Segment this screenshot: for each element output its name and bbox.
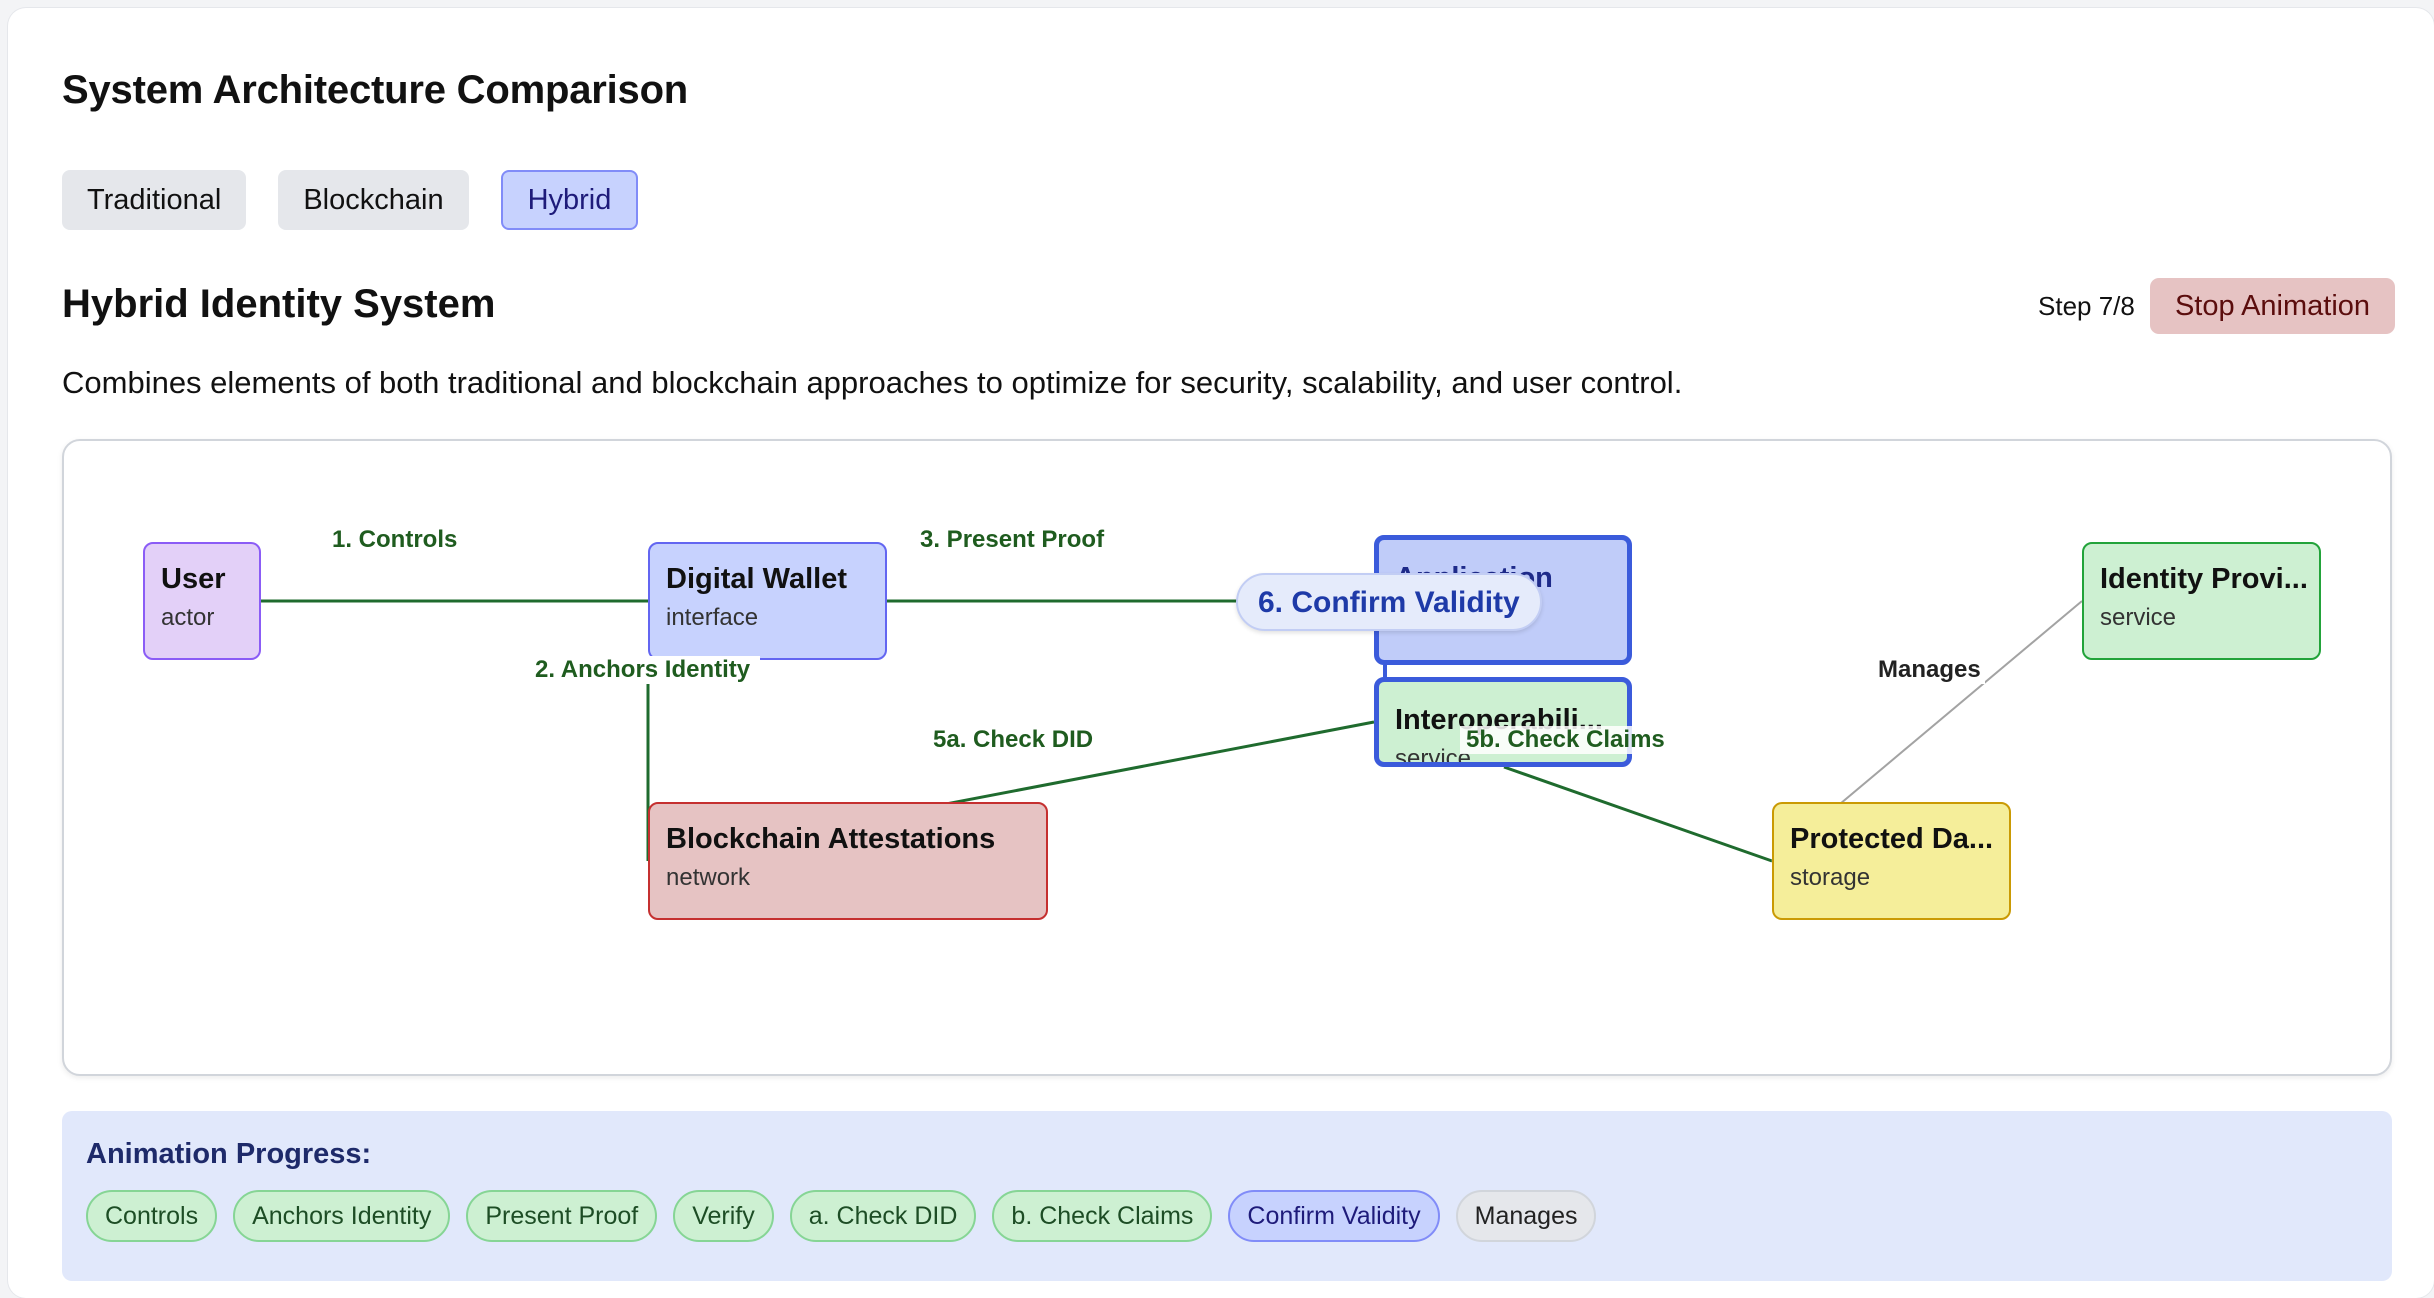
edge-label-anchors-identity: 2. Anchors Identity [535,656,761,684]
node-identity-provider[interactable]: Identity Provi... service [2082,542,2321,660]
edge-label-check-claims: 5b. Check Claims [1460,726,1671,754]
progress-step-present-proof[interactable]: Present Proof [466,1190,658,1242]
node-protected-data[interactable]: Protected Da... storage [1772,802,2011,920]
section-title: Hybrid Identity System [62,282,496,326]
main-card: System Architecture Comparison Tradition… [8,8,2434,1298]
node-chain-type: network [666,864,751,891]
node-digital-wallet[interactable]: Digital Wallet interface [648,542,887,660]
edge-label-manages: Manages [1874,656,1985,684]
node-storage-label: Protected Da... [1790,823,1994,855]
active-step-label: 6. Confirm Validity [1236,573,1542,631]
node-wallet-label: Digital Wallet [666,563,847,595]
progress-step-check-claims[interactable]: b. Check Claims [992,1190,1213,1242]
progress-steps: Controls Anchors Identity Present Proof … [86,1190,1597,1242]
step-indicator: Step 7/8 [2038,291,2135,321]
node-wallet-type: interface [666,604,759,631]
progress-title: Animation Progress: [86,1138,372,1170]
progress-step-manages[interactable]: Manages [1455,1190,1597,1242]
node-chain-label: Blockchain Attestations [666,823,996,855]
node-idp-type: service [2100,604,2177,631]
stop-animation-button[interactable]: Stop Animation [2150,278,2395,334]
progress-step-confirm-validity[interactable]: Confirm Validity [1228,1190,1440,1242]
tab-hybrid[interactable]: Hybrid [500,170,639,230]
progress-step-verify[interactable]: Verify [673,1190,774,1242]
tab-traditional[interactable]: Traditional [62,170,247,230]
progress-step-controls[interactable]: Controls [86,1190,218,1242]
edge-label-present-proof: 3. Present Proof [920,526,1105,553]
node-user-label: User [161,563,226,595]
node-user-type: actor [161,604,215,631]
node-blockchain-attestations[interactable]: Blockchain Attestations network [648,802,1048,920]
node-user[interactable]: User actor [143,542,261,660]
node-interop-type: service [1395,745,1472,767]
node-idp-label: Identity Provi... [2100,563,2308,595]
page-title: System Architecture Comparison [62,68,689,112]
node-storage-type: storage [1790,864,1871,891]
tab-blockchain[interactable]: Blockchain [278,170,469,230]
edge-check-claims [1503,765,1773,863]
edge-label-controls: 1. Controls [332,526,458,553]
progress-step-anchors-identity[interactable]: Anchors Identity [233,1190,451,1242]
progress-step-check-did[interactable]: a. Check DID [789,1190,977,1242]
edge-label-check-did: 5a. Check DID [933,726,1094,753]
description: Combines elements of both traditional an… [62,365,1683,400]
animation-progress-panel: Animation Progress: Controls Anchors Ide… [62,1111,2392,1281]
architecture-diagram: User actor Digital Wallet interface Appl… [62,439,2392,1076]
architecture-tabs: Traditional Blockchain Hybrid [62,170,639,230]
